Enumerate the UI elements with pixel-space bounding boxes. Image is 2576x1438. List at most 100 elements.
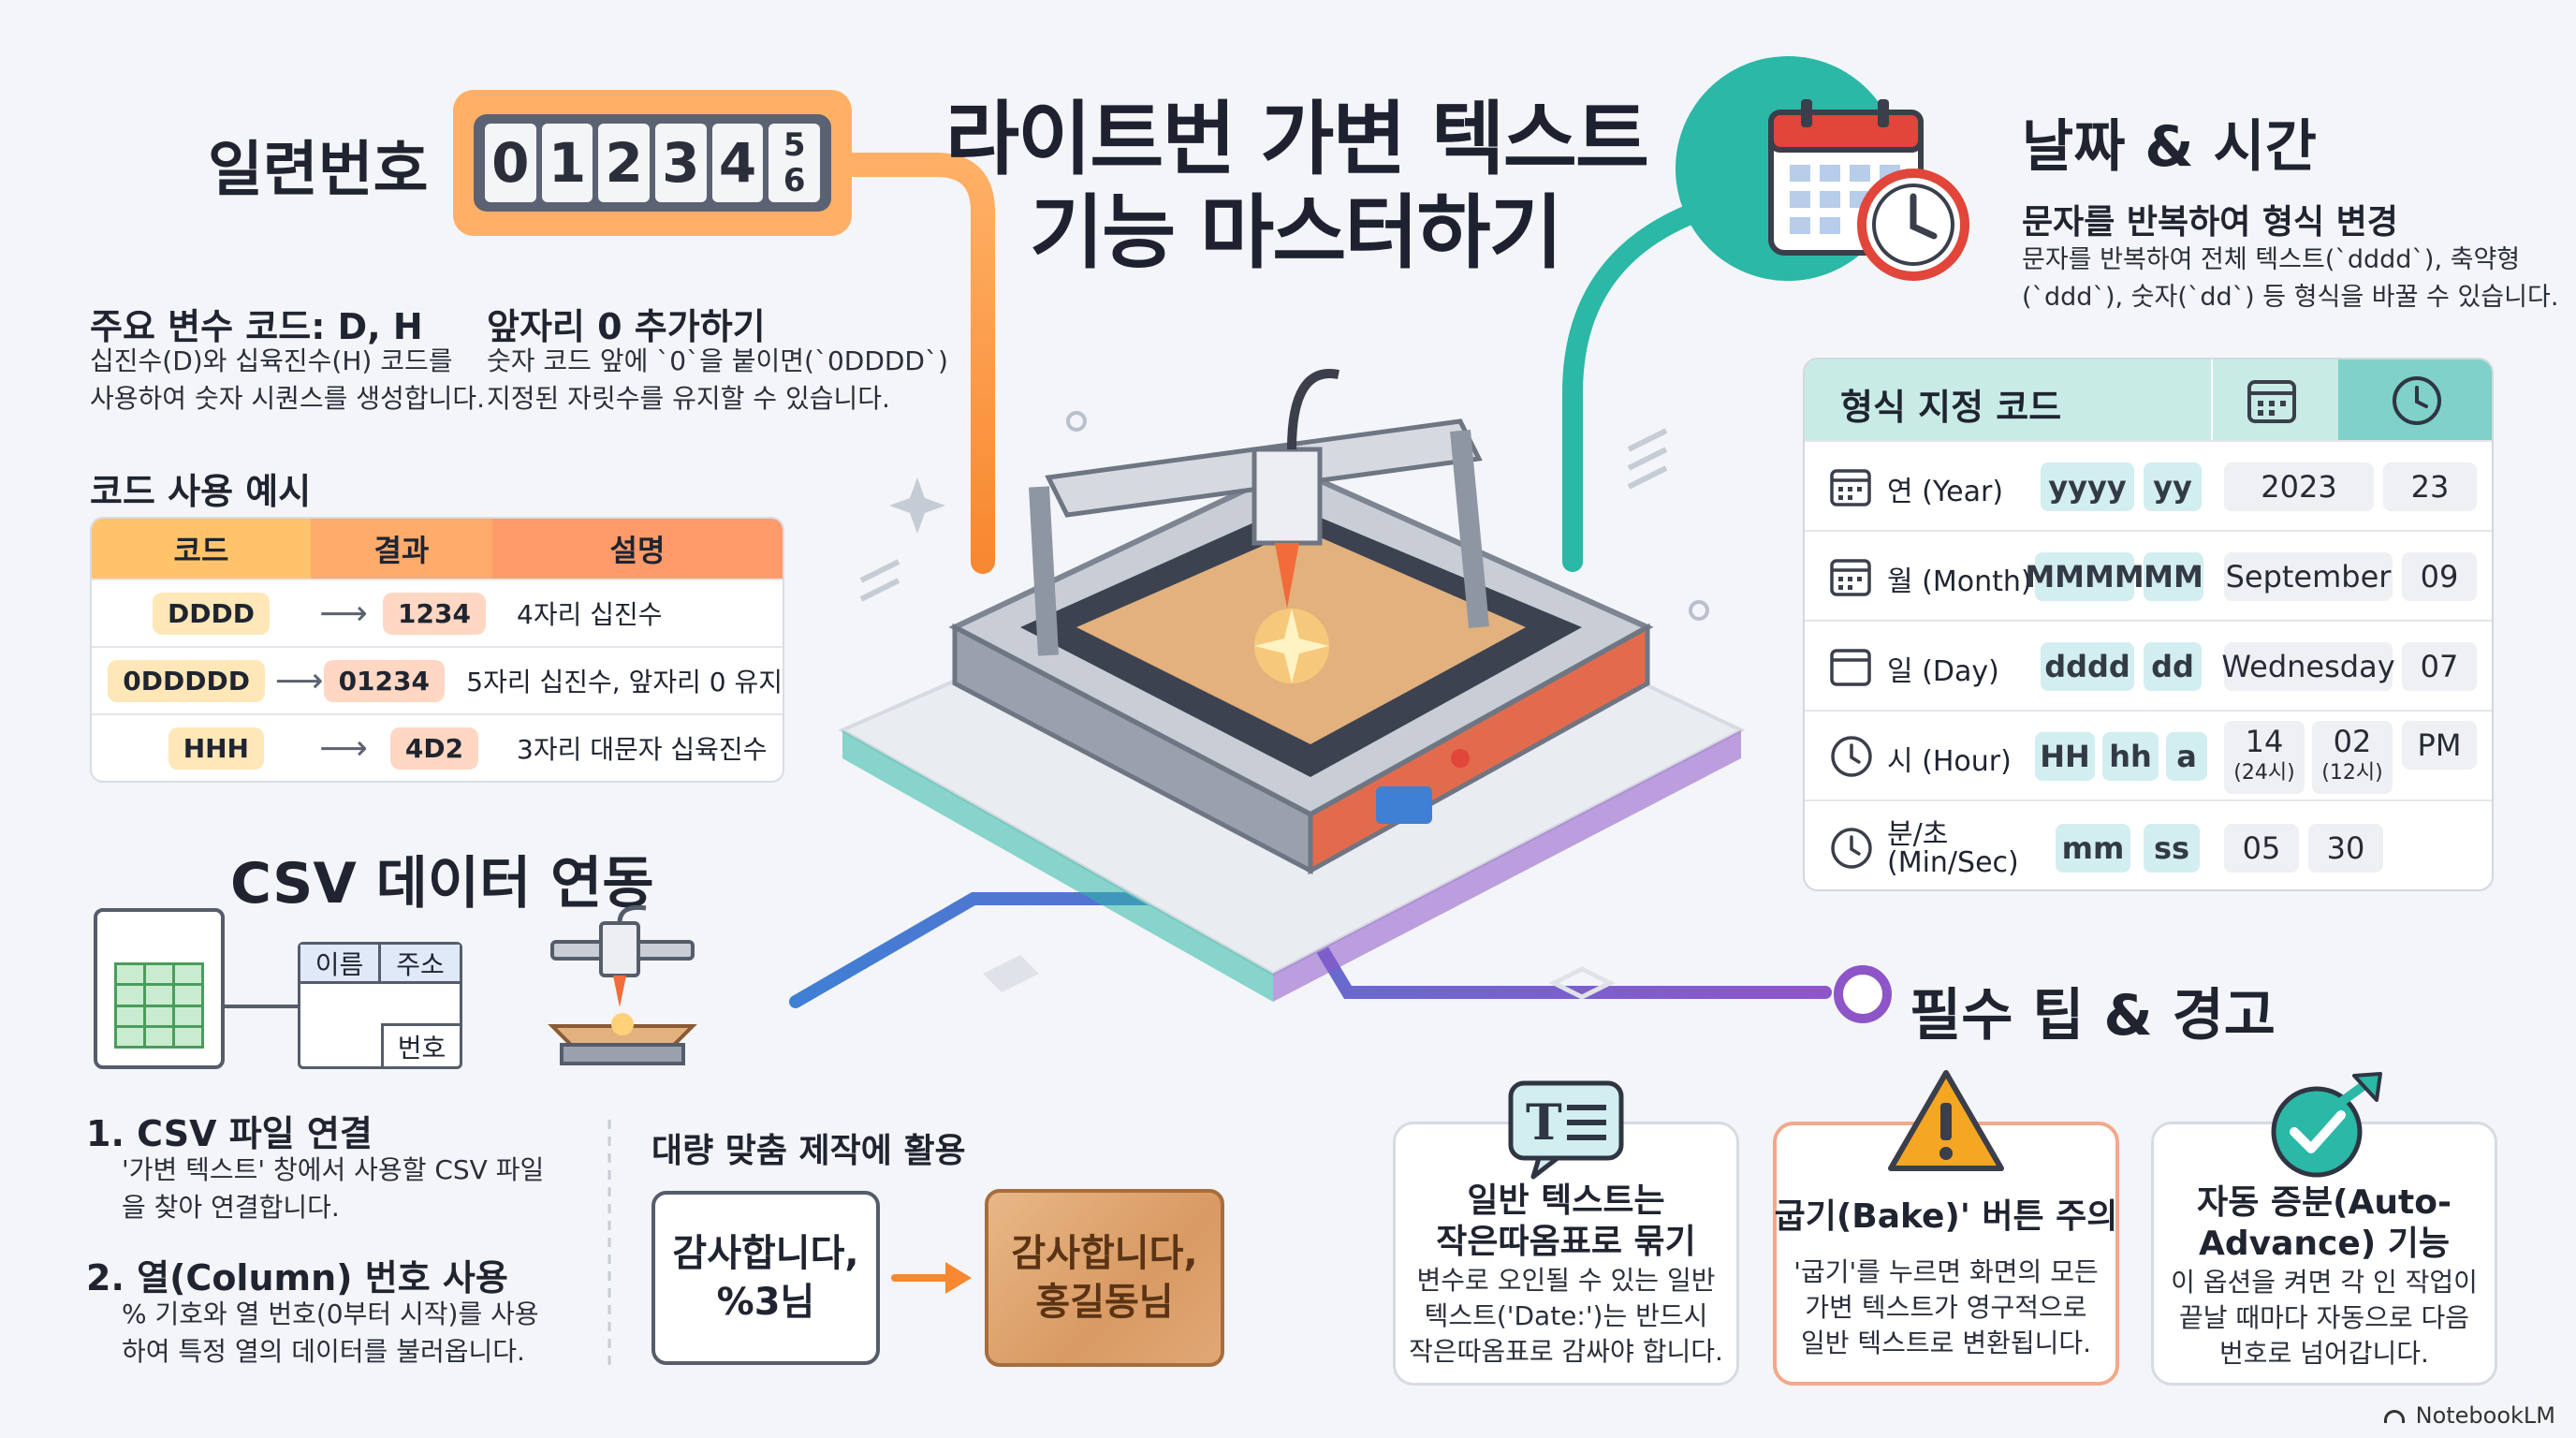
format-value: PM <box>2402 721 2477 770</box>
counter-digit-top: 5 <box>783 126 806 164</box>
column-number: 번호 <box>381 1023 460 1066</box>
csv-step2-line1: % 기호와 열 번호(0부터 시작)를 사용 <box>122 1299 539 1329</box>
arrow-right-icon <box>891 1262 972 1294</box>
hour-24-note: (24시) <box>2233 761 2295 785</box>
format-panel-title: 형식 지정 코드 <box>1840 387 2062 428</box>
hour-24-value: 14 <box>2245 724 2284 759</box>
counter-digit: 2 <box>598 124 651 202</box>
result-pill: 4D2 <box>389 726 479 770</box>
counter-digit: 3 <box>655 124 707 202</box>
tip-text-line2: 끝날 때마다 자동으로 다음 <box>2178 1302 2470 1333</box>
counter-digit: 4 <box>711 124 764 202</box>
divider <box>607 1120 611 1372</box>
tip-title-line1: 일반 텍스트는 <box>1467 1181 1665 1220</box>
pad-text-line1: 숫자 코드 앞에 `0`을 붙이면(`0DDDD`) <box>487 345 948 376</box>
mass-custom-heading: 대량 맞춤 제작에 활용 <box>651 1132 966 1170</box>
format-panel-header: 형식 지정 코드 <box>1805 360 2492 440</box>
format-value: Wednesday <box>2221 642 2395 691</box>
hour-12-value: 02 <box>2333 724 2372 759</box>
format-code-panel: 형식 지정 코드 연 (Year) yyyy yy 2023 23 월 (Mon… <box>1803 358 2494 891</box>
format-token: a <box>2166 732 2207 781</box>
arrow-icon: ⟶ <box>274 661 324 700</box>
arrow-icon: ⟶ <box>319 594 368 633</box>
notebooklm-logo-icon <box>2383 1410 2405 1423</box>
code-example-table: 코드 결과 설명 DDDD ⟶ 1234 4자리 십진수 0DDDDD ⟶ 01… <box>90 517 784 783</box>
format-value: 07 <box>2402 642 2477 691</box>
spreadsheet-grid <box>114 962 204 1049</box>
template-line1: 감사합니다, <box>672 1232 859 1275</box>
footer-brand-text: NotebookLM <box>2415 1402 2555 1429</box>
tip-card-bake: 굽기(Bake)' 버튼 주의 '굽기'를 누르면 화면의 모든 가변 텍스트가… <box>1773 1070 2119 1386</box>
format-label: 월 (Month) <box>1887 565 2032 598</box>
connector-line <box>225 1005 300 1008</box>
format-token: MMMM <box>2025 552 2144 601</box>
warning-icon <box>1888 1070 2004 1171</box>
desc-cell: 3자리 대문자 십육진수 <box>517 734 768 765</box>
format-label: 연 (Year) <box>1887 476 2004 508</box>
datetime-sub-line2: (`ddd`), 숫자(`dd`) 등 형식을 바꿀 수 있습니다. <box>2022 283 2559 312</box>
format-label: 시 (Hour) <box>1887 745 2012 778</box>
calendar-icon <box>1830 559 1871 596</box>
format-label: 일 (Day) <box>1887 655 1999 688</box>
output-line1: 감사합니다, <box>1011 1232 1198 1275</box>
counter-digit: 0 <box>485 124 536 202</box>
result-pill: 1234 <box>383 592 486 635</box>
datetime-heading: 날짜 & 시간 <box>2022 114 2317 180</box>
vars-text-line2: 사용하여 숫자 시퀀스를 생성합니다. <box>90 383 486 414</box>
format-value: 30 <box>2308 824 2383 873</box>
laser-engraver-illustration <box>948 369 1654 875</box>
laser-machine-small-icon <box>548 904 697 1065</box>
csv-step1-heading: 1. CSV 파일 연결 <box>86 1113 373 1154</box>
tip-text-line1: 변수로 오인될 수 있는 일반 <box>1416 1265 1716 1296</box>
calendar-icon <box>1830 469 1871 506</box>
page-title-line1: 라이트번 가변 텍스트 <box>945 93 1649 186</box>
format-token: MM <box>2144 552 2203 601</box>
csv-heading: CSV 데이터 연동 <box>230 851 654 917</box>
format-row-year: 연 (Year) yyyy yy 2023 23 <box>1805 440 2492 530</box>
format-label-line2: (Min/Sec) <box>1887 846 2019 879</box>
pad-heading: 앞자리 0 추가하기 <box>487 306 766 347</box>
format-row-minsec: 분/초 (Min/Sec) mm ss 05 30 <box>1805 800 2492 889</box>
table-header-desc: 설명 <box>492 519 783 579</box>
table-row: 0DDDDD ⟶ 01234 5자리 십진수, 앞자리 0 유지 <box>92 646 783 713</box>
tip-text-line3: 번호로 넘어갑니다. <box>2219 1338 2429 1369</box>
arrow-icon: ⟶ <box>319 728 368 768</box>
format-token: dddd <box>2041 642 2134 691</box>
format-token: yyyy <box>2041 462 2134 511</box>
counter-digit-bottom: 6 <box>783 162 806 199</box>
format-value: 23 <box>2383 462 2477 511</box>
datetime-subheading: 문자를 반복하여 형식 변경 <box>2022 203 2398 242</box>
result-pill: 01234 <box>323 659 445 702</box>
tips-heading: 필수 팁 & 경고 <box>1910 983 2276 1049</box>
tip-title-line2: Advance) 기능 <box>2198 1225 2450 1263</box>
csv-file-icon <box>94 908 225 1069</box>
format-token: hh <box>2102 732 2159 781</box>
code-pill: HHH <box>168 726 264 770</box>
counter-digit: 1 <box>541 124 593 202</box>
vars-heading: 주요 변수 코드: D, H <box>90 306 423 347</box>
clock-icon <box>1831 828 1872 869</box>
tip-card-auto-advance: 자동 증분(Auto- Advance) 기능 이 옵션을 켜면 각 인 작업이… <box>2151 1072 2497 1386</box>
table-row: DDDD ⟶ 1234 4자리 십진수 <box>92 579 783 646</box>
column-address: 주소 <box>381 945 460 984</box>
format-row-month: 월 (Month) MMMM MM September 09 <box>1805 530 2492 620</box>
column-table-graphic: 이름 주소 번호 <box>298 942 462 1069</box>
counter-digit-rolling: 5 6 <box>768 124 821 202</box>
template-text-box: 감사합니다, %3님 <box>651 1191 880 1365</box>
format-value: September <box>2224 552 2393 601</box>
table-header-code: 코드 <box>92 519 311 579</box>
tip-text-line1: 이 옵션을 켜면 각 인 작업이 <box>2171 1267 2478 1298</box>
format-value: 02 (12시) <box>2312 721 2393 794</box>
format-token: ss <box>2144 824 2200 873</box>
clock-icon <box>2393 376 2441 425</box>
tip-text-line1: '굽기'를 누르면 화면의 모든 <box>1793 1256 2099 1287</box>
format-token: dd <box>2144 642 2202 691</box>
engraved-wood-output: 감사합니다, 홍길동님 <box>985 1189 1224 1367</box>
calendar-icon <box>2247 380 2296 423</box>
tip-title-line1: 자동 증분(Auto- <box>2197 1183 2452 1222</box>
csv-step2-line2: 하여 특정 열의 데이터를 불러옵니다. <box>122 1336 525 1367</box>
calendar-clock-icon <box>1768 99 1969 281</box>
format-token: yy <box>2144 462 2202 511</box>
csv-step1-line2: 을 찾아 연결합니다. <box>122 1192 340 1223</box>
format-label-line1: 분/초 <box>1887 818 1949 851</box>
